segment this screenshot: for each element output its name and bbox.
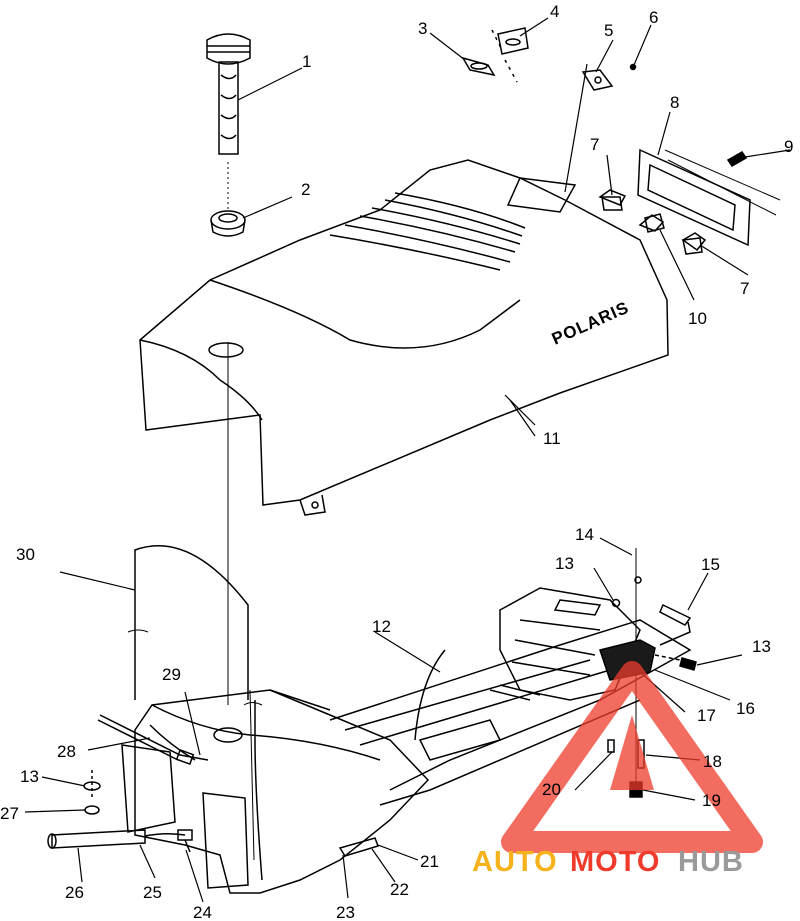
callout-13b: 13 [752,637,771,656]
watermark-triangle [501,661,763,853]
callout-21: 21 [420,852,439,871]
callout-25: 25 [143,883,162,902]
callout-13c: 13 [20,767,39,786]
callout-23: 23 [336,903,355,921]
callout-17: 17 [697,706,716,725]
fuel-tank [121,689,430,894]
callout-16: 16 [736,699,755,718]
callout-13: 13 [555,554,574,573]
callout-11: 11 [543,429,561,448]
seat-brand-text: POLARIS [549,298,632,349]
fuel-grommet [210,210,246,237]
callout-27: 27 [0,804,19,823]
callout-15: 15 [701,555,720,574]
callout-18: 18 [703,752,722,771]
watermark-logo: AUTO MOTO HUB [472,661,763,878]
callout-19: 19 [702,791,721,810]
callout-4: 4 [550,2,559,21]
leader-lines [24,17,791,903]
callout-22: 22 [390,880,409,899]
callout-12: 12 [372,617,391,636]
callout-24: 24 [193,903,212,921]
callout-20: 20 [542,780,561,799]
seat-emblems [461,27,637,91]
callout-3: 3 [418,19,427,38]
callout-14: 14 [575,525,594,544]
callout-9: 9 [784,137,793,156]
left-hardware [83,770,101,815]
callout-1: 1 [302,52,311,71]
watermark-moto: MOTO [570,846,660,878]
fuel-lines [47,689,379,881]
fuel-cap [206,33,251,155]
callout-26: 26 [65,883,84,902]
watermark-hub: HUB [678,846,744,878]
callout-28: 28 [57,742,76,761]
callout-7: 7 [590,135,599,154]
watermark-auto: AUTO [472,846,558,878]
callout-10: 10 [688,309,707,328]
callout-6: 6 [649,8,658,27]
callout-5: 5 [604,21,613,40]
heat-shield [127,545,263,706]
callout-8: 8 [670,93,679,112]
callout-29: 29 [162,665,181,684]
callout-7b: 7 [740,279,749,298]
callout-2: 2 [301,180,310,199]
callout-30: 30 [16,545,35,564]
rear-plate [601,148,781,255]
seat-cover [139,159,707,516]
